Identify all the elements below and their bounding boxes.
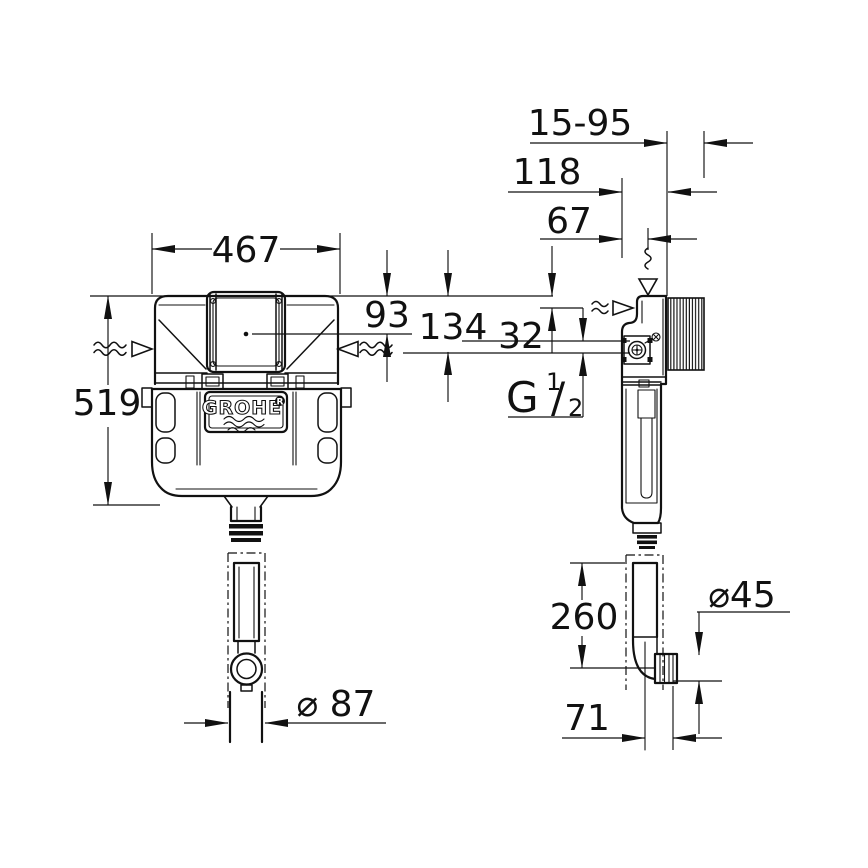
thread-fraction-slash: / <box>551 373 566 422</box>
dim-wall-distance-range: 15-95 <box>528 103 633 144</box>
dim-front-height: 519 <box>73 383 142 424</box>
side-outlet-stub <box>632 522 662 549</box>
access-plate-rails <box>209 293 283 371</box>
stop-valve <box>621 332 661 365</box>
thread-numerator: 1 <box>546 368 561 396</box>
logo-plate: GROHE R <box>201 390 289 434</box>
tank-lower-outline <box>150 387 343 498</box>
dimension-lines <box>90 131 790 750</box>
dim-inlet-axis: 134 <box>419 307 488 348</box>
rail-screw <box>210 298 216 304</box>
brand-wave-icon <box>223 415 265 433</box>
plate-center-dot <box>243 331 249 337</box>
registered-mark: R <box>277 398 284 408</box>
dim-front-width: 467 <box>212 230 281 271</box>
dim-outlet-wall-offset: 71 <box>564 698 610 739</box>
flush-bend-circle <box>229 652 264 686</box>
tank-upper-outline <box>153 294 340 386</box>
valve-screw <box>651 332 661 342</box>
tank-side-pockets <box>155 391 338 466</box>
dim-thread-size: G 1 / 2 <box>506 368 583 422</box>
water-inlet-top-icon <box>637 247 659 297</box>
side-view <box>591 247 705 751</box>
dim-outlet-diameter: ⌀45 <box>708 575 775 616</box>
rail-screw <box>276 361 282 367</box>
outlet-flange <box>653 652 679 685</box>
dimension-labels: 467 519 93 134 ⌀ 87 15-95 118 67 32 260 … <box>73 103 776 739</box>
flush-valve-stub <box>223 495 269 542</box>
side-joint-lines <box>621 376 667 386</box>
side-flush-valve <box>637 379 656 499</box>
extension-lines <box>90 131 790 750</box>
dim-plate-center: 93 <box>364 295 410 336</box>
outlet-elbow <box>625 554 679 751</box>
rail-screw <box>210 361 216 367</box>
dim-inlet-offset: 67 <box>546 201 592 242</box>
thread-letter: G <box>506 373 539 422</box>
water-inlet-left-icon <box>93 340 155 358</box>
brand-text: GROHE <box>202 397 282 419</box>
flush-bend-pipe <box>227 552 266 744</box>
rail-screw <box>276 298 282 304</box>
water-inlet-side-icon <box>591 299 636 317</box>
wall-sleeve-hatch <box>667 297 705 371</box>
dim-outlet-drop: 260 <box>550 597 619 638</box>
dim-depth: 118 <box>513 152 582 193</box>
side-inner-lines <box>625 298 664 504</box>
water-inlet-right-icon <box>335 340 393 358</box>
dimension-arrows <box>104 139 753 742</box>
side-body-outline <box>620 294 668 525</box>
dim-top-offset: 32 <box>498 316 544 357</box>
front-view: GROHE R <box>93 290 393 744</box>
registered-mark-circle <box>275 396 285 406</box>
access-plate <box>205 290 287 374</box>
flush-pipe-envelope <box>227 552 266 708</box>
dim-flush-pipe-diameter: ⌀ 87 <box>297 684 376 725</box>
thread-denominator: 2 <box>568 394 583 422</box>
tank-inner-walls <box>155 319 337 374</box>
